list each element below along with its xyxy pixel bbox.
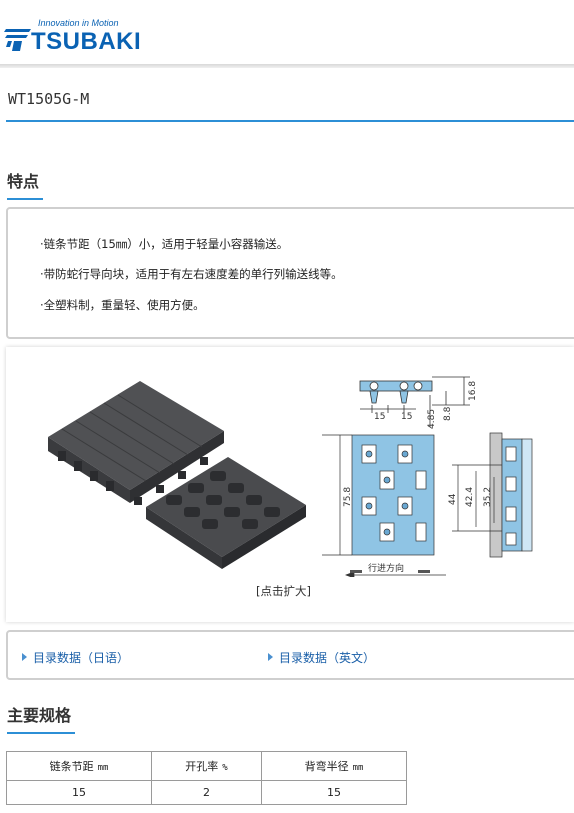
dim-width-d: 35.2 bbox=[483, 487, 493, 507]
dim-width-total: 75.8 bbox=[343, 487, 353, 507]
dim-height-b: 8.8 bbox=[443, 406, 453, 421]
specs-heading-underline bbox=[7, 732, 75, 734]
title-divider bbox=[6, 120, 574, 122]
catalog-link-english[interactable]: 目录数据（英文） bbox=[268, 649, 375, 666]
tsubaki-logo-mark-icon bbox=[4, 29, 31, 51]
enlarge-caption[interactable]: [点击扩大] bbox=[256, 584, 311, 598]
specs-heading: 主要规格 bbox=[7, 702, 75, 734]
product-image-panel[interactable]: 15 15 16.8 8.8 4.85 bbox=[6, 347, 574, 622]
column-header-unit: mm bbox=[352, 763, 364, 773]
features-heading-underline bbox=[7, 198, 43, 200]
catalog-links-panel: 目录数据（日语） 目录数据（英文） bbox=[6, 630, 574, 680]
dim-height-c: 4.85 bbox=[427, 409, 437, 429]
brand-name: TSUBAKI bbox=[31, 28, 142, 55]
specs-heading-text: 主要规格 bbox=[7, 706, 72, 725]
column-header-unit: mm bbox=[97, 763, 109, 773]
product-model-title: WT1505G-M bbox=[8, 90, 90, 108]
chain-side-view bbox=[359, 376, 470, 427]
feature-item: ·链条节距（15㎜）小，适用于轻量小容器输送。 bbox=[40, 237, 289, 251]
features-heading: 特点 bbox=[7, 168, 43, 200]
travel-direction-label: 行进方向 bbox=[368, 562, 404, 574]
feature-item: ·带防蛇行导向块，适用于有左右速度差的单行列输送线等。 bbox=[40, 267, 343, 281]
column-header-label: 背弯半径 bbox=[304, 760, 349, 773]
triangle-right-icon bbox=[22, 653, 27, 661]
dim-pitch-a: 15 bbox=[374, 412, 385, 422]
dim-height-total: 16.8 bbox=[468, 381, 478, 401]
site-header: Innovation in Motion TSUBAKI bbox=[0, 0, 574, 64]
table-cell: 2 bbox=[151, 780, 262, 805]
column-header: 开孔率% bbox=[151, 751, 262, 781]
chain-cross-section bbox=[452, 432, 533, 558]
features-heading-text: 特点 bbox=[7, 172, 40, 191]
catalog-link-label: 目录数据（英文） bbox=[279, 651, 376, 665]
header-divider bbox=[0, 64, 574, 68]
column-header-unit: % bbox=[222, 763, 228, 773]
brand-tagline: Innovation in Motion bbox=[38, 18, 119, 28]
dim-width-c: 42.4 bbox=[465, 487, 475, 507]
feature-item: ·全塑料制，重量轻、使用方便。 bbox=[40, 298, 205, 312]
table-cell: 15 bbox=[6, 780, 152, 805]
features-panel: ·链条节距（15㎜）小，适用于轻量小容器输送。 ·带防蛇行导向块，适用于有左右速… bbox=[6, 207, 574, 339]
chain-top-view bbox=[322, 434, 446, 577]
product-illustration[interactable]: 15 15 16.8 8.8 4.85 bbox=[6, 347, 574, 577]
column-header-label: 开孔率 bbox=[185, 760, 219, 773]
dim-width-b: 44 bbox=[448, 493, 458, 505]
table-row: 15 2 15 bbox=[6, 780, 407, 805]
dim-pitch-b: 15 bbox=[401, 412, 412, 422]
column-header-label: 链条节距 bbox=[49, 760, 94, 773]
table-cell: 15 bbox=[261, 780, 407, 805]
catalog-link-label: 目录数据（日语） bbox=[33, 651, 130, 665]
catalog-link-japanese[interactable]: 目录数据（日语） bbox=[22, 649, 129, 666]
tsubaki-logo[interactable]: Innovation in Motion TSUBAKI bbox=[4, 18, 154, 58]
triangle-right-icon bbox=[268, 653, 273, 661]
chain-photo bbox=[48, 381, 306, 569]
